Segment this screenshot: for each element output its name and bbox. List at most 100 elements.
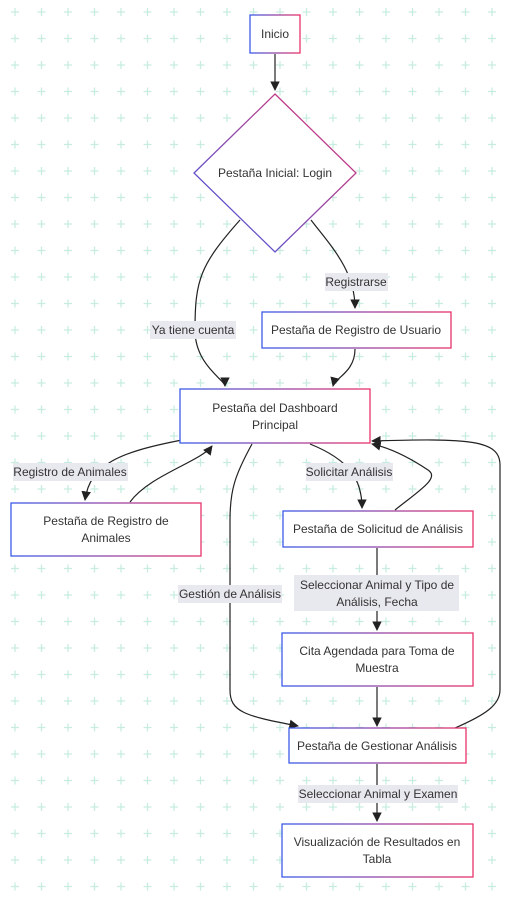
grid-plus-mark [11,352,19,361]
edge-label-registrarse: Registrarse [325,273,388,291]
grid-plus-mark [461,485,470,493]
grid-plus-mark [143,776,152,785]
grid-plus-mark [170,697,178,705]
grid-plus-mark [435,697,443,705]
node-login-label: Pestaña Inicial: Login [218,166,332,180]
grid-plus-mark [170,882,178,891]
grid-plus-mark [64,220,72,228]
grid-plus-mark [11,829,19,838]
edge-dashboard-registro-animales [81,439,183,501]
node-registro-animales: Pestaña de Registro de Animales [10,502,202,557]
grid-plus-mark [223,246,231,255]
grid-plus-mark [90,882,99,891]
grid-plus-mark [117,644,125,652]
grid-plus-mark [276,803,284,811]
grid-plus-mark [435,273,443,281]
grid-plus-mark [143,485,152,493]
grid-plus-mark [170,856,178,864]
grid-plus-mark [37,803,46,811]
edge-label-seleccionar-animal-examen: Seleccionar Animal y Examen [298,785,458,803]
grid-plus-mark [302,114,311,122]
node-cita-agendada: Cita Agendada para Toma de Muestra [281,632,474,687]
grid-plus-mark [196,114,205,122]
grid-plus-mark [355,87,364,96]
grid-plus-mark [302,87,311,96]
grid-plus-mark [488,8,496,16]
grid-plus-mark [196,564,205,573]
grid-plus-mark [488,87,496,96]
grid-plus-mark [90,61,99,69]
grid-plus-mark [11,432,19,440]
grid-plus-mark [170,776,178,785]
grid-plus-mark [90,617,99,626]
grid-plus-mark [90,405,99,414]
grid-plus-mark [143,882,152,891]
grid-plus-mark [249,273,258,281]
grid-plus-mark [196,776,205,785]
grid-plus-mark [170,87,178,96]
grid-plus-mark [302,352,311,361]
grid-plus-mark [117,485,125,493]
grid-plus-mark [170,167,178,175]
grid-plus-mark [64,114,72,122]
grid-plus-mark [488,114,496,122]
grid-plus-mark [488,485,496,493]
grid-plus-mark [249,61,258,69]
grid-plus-mark [143,87,152,96]
grid-plus-mark [117,723,125,732]
grid-plus-mark [249,564,258,573]
grid-plus-mark [223,723,231,732]
grid-plus-mark [435,882,443,891]
grid-plus-mark [64,140,72,149]
grid-plus-mark [143,379,152,387]
grid-plus-mark [276,882,284,891]
grid-plus-mark [117,8,125,16]
edge-label-registro-de-animales: Registro de Animales [13,463,128,481]
grid-plus-mark [408,87,417,96]
grid-plus-mark [143,299,152,308]
grid-plus-mark [196,803,205,811]
grid-plus-mark [11,564,19,573]
grid-plus-mark [37,140,46,149]
grid-plus-mark [329,34,337,43]
grid-plus-mark [117,670,125,679]
grid-plus-mark [37,246,46,255]
edge-label-solicitar-analisis: Solicitar Análisis [306,463,393,481]
grid-plus-mark [249,246,258,255]
grid-plus-mark [11,803,19,811]
grid-plus-mark [11,644,19,652]
grid-plus-mark [435,246,443,255]
grid-plus-mark [64,246,72,255]
grid-plus-mark [382,564,390,573]
grid-plus-mark [37,723,46,732]
grid-plus-mark [408,246,417,255]
grid-plus-mark [408,8,417,16]
grid-plus-mark [143,617,152,626]
edge-registro-usuario-dashboard [330,348,356,387]
grid-plus-mark [302,299,311,308]
node-registro-usuario-label: Pestaña de Registro de Usuario [271,323,441,337]
grid-plus-mark [329,8,337,16]
grid-plus-mark [37,193,46,202]
edge-label-ya-tiene-cuenta: Ya tiene cuenta [150,321,236,339]
grid-plus-mark [461,803,470,811]
grid-plus-mark [117,882,125,891]
grid-plus-mark [64,882,72,891]
grid-plus-mark [223,856,231,864]
edge-login-registro-usuario [310,219,360,309]
grid-plus-mark [11,87,19,96]
grid-plus-mark [37,167,46,175]
grid-plus-mark [64,34,72,43]
grid-plus-mark [90,140,99,149]
grid-plus-mark [64,8,72,16]
grid-plus-mark [196,299,205,308]
grid-plus-mark [488,750,496,758]
grid-plus-mark [117,617,125,626]
grid-plus-mark [435,352,443,361]
grid-plus-mark [488,829,496,838]
grid-plus-mark [461,299,470,308]
grid-plus-mark [435,61,443,69]
grid-plus-mark [408,485,417,493]
grid-plus-mark [408,114,417,122]
grid-plus-mark [488,61,496,69]
